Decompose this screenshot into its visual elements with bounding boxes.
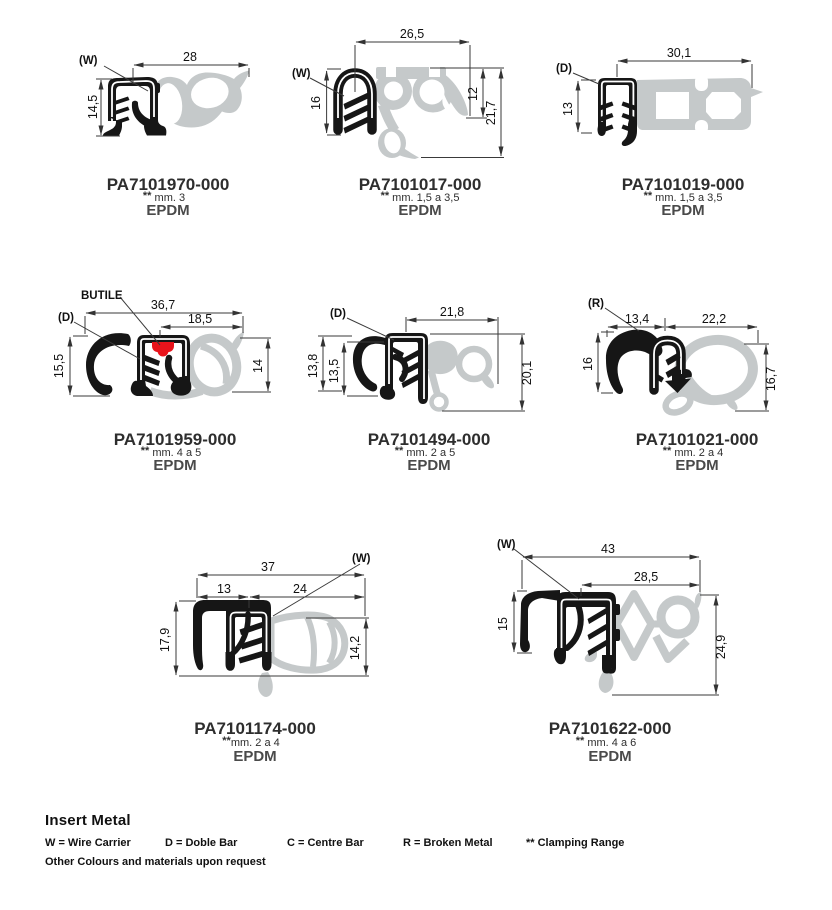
- svg-text:12: 12: [466, 87, 480, 101]
- svg-text:PA7101021-000: PA7101021-000: [636, 430, 759, 449]
- svg-text:** mm. 4 a 6: ** mm. 4 a 6: [576, 735, 637, 749]
- svg-text:(W): (W): [497, 539, 516, 551]
- svg-text:(W): (W): [352, 553, 371, 565]
- svg-text:EPDM: EPDM: [233, 748, 276, 765]
- svg-text:PA7101622-000: PA7101622-000: [549, 719, 672, 738]
- svg-text:EPDM: EPDM: [153, 457, 196, 474]
- svg-text:36,7: 36,7: [151, 298, 175, 312]
- svg-text:14: 14: [251, 359, 265, 373]
- svg-text:(D): (D): [556, 63, 572, 75]
- svg-text:20,1: 20,1: [520, 361, 534, 385]
- svg-text:14,2: 14,2: [348, 636, 362, 660]
- svg-text:(D): (D): [58, 312, 74, 324]
- svg-text:PA7101959-000: PA7101959-000: [114, 430, 237, 449]
- svg-text:EPDM: EPDM: [146, 202, 189, 219]
- svg-text:(D): (D): [330, 308, 346, 320]
- svg-text:EPDM: EPDM: [407, 457, 450, 474]
- svg-text:30,1: 30,1: [667, 46, 691, 60]
- svg-text:22,2: 22,2: [702, 312, 726, 326]
- svg-text:EPDM: EPDM: [588, 748, 631, 765]
- svg-text:PA7101970-000: PA7101970-000: [107, 175, 230, 194]
- svg-text:21,8: 21,8: [440, 305, 464, 319]
- svg-text:** mm. 2 a 5: ** mm. 2 a 5: [395, 445, 456, 459]
- svg-text:(R): (R): [588, 298, 604, 310]
- svg-text:24: 24: [293, 582, 307, 596]
- svg-text:BUTILE: BUTILE: [81, 290, 123, 302]
- svg-text:** mm. 1,5 a 3,5: ** mm. 1,5 a 3,5: [381, 190, 460, 204]
- svg-text:PA7101019-000: PA7101019-000: [622, 175, 745, 194]
- svg-text:**mm. 2 a 4: **mm. 2 a 4: [222, 735, 279, 749]
- svg-text:R = Broken Metal: R = Broken Metal: [403, 837, 493, 849]
- svg-text:18,5: 18,5: [188, 312, 212, 326]
- svg-text:PA7101494-000: PA7101494-000: [368, 430, 491, 449]
- svg-text:** mm. 2 a 4: ** mm. 2 a 4: [663, 445, 724, 459]
- svg-text:EPDM: EPDM: [398, 202, 441, 219]
- svg-text:C = Centre Bar: C = Centre Bar: [287, 837, 364, 849]
- svg-text:Insert Metal: Insert Metal: [45, 812, 131, 829]
- svg-text:28: 28: [183, 50, 197, 64]
- svg-text:15,5: 15,5: [52, 354, 66, 378]
- svg-text:16,7: 16,7: [764, 367, 778, 391]
- svg-text:21,7: 21,7: [484, 101, 498, 125]
- svg-text:16: 16: [309, 96, 323, 110]
- svg-text:13: 13: [217, 582, 231, 596]
- svg-text:** Clamping Range: ** Clamping Range: [526, 837, 624, 849]
- svg-text:EPDM: EPDM: [675, 457, 718, 474]
- svg-text:43: 43: [601, 542, 615, 556]
- svg-text:(W): (W): [79, 55, 98, 67]
- svg-text:Other Colours and materials up: Other Colours and materials upon request: [45, 856, 266, 868]
- svg-text:14,5: 14,5: [86, 95, 100, 119]
- svg-text:** mm. 1,5 a 3,5: ** mm. 1,5 a 3,5: [644, 190, 723, 204]
- svg-text:15: 15: [496, 617, 510, 631]
- svg-text:13,5: 13,5: [327, 359, 341, 383]
- svg-text:13: 13: [561, 102, 575, 116]
- svg-text:26,5: 26,5: [400, 27, 424, 41]
- svg-text:** mm. 4 a 5: ** mm. 4 a 5: [141, 445, 202, 459]
- svg-text:** mm. 3: ** mm. 3: [143, 190, 185, 204]
- svg-text:37: 37: [261, 560, 275, 574]
- svg-text:PA7101174-000: PA7101174-000: [194, 719, 316, 738]
- svg-text:13,8: 13,8: [306, 354, 320, 378]
- svg-text:PA7101017-000: PA7101017-000: [359, 175, 482, 194]
- svg-text:EPDM: EPDM: [661, 202, 704, 219]
- svg-text:24,9: 24,9: [714, 635, 728, 659]
- svg-text:13,4: 13,4: [625, 312, 649, 326]
- svg-text:28,5: 28,5: [634, 570, 658, 584]
- svg-text:D = Doble Bar: D = Doble Bar: [165, 837, 238, 849]
- svg-text:16: 16: [581, 357, 595, 371]
- svg-text:17,9: 17,9: [158, 628, 172, 652]
- svg-text:W = Wire Carrier: W = Wire Carrier: [45, 837, 132, 849]
- svg-text:(W): (W): [292, 68, 311, 80]
